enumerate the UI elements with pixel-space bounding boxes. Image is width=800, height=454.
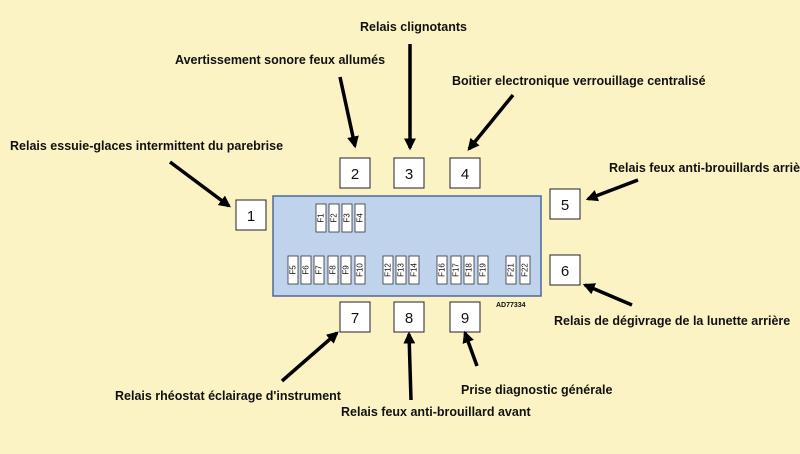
fuse-label: F13 (397, 263, 406, 277)
fuse-f5: F5 (287, 255, 299, 285)
svg-text:9: 9 (461, 310, 469, 327)
fuse-f7: F7 (313, 255, 325, 285)
svg-text:4: 4 (461, 166, 469, 183)
label-8: Relais feux anti-brouillard avant (341, 405, 531, 419)
fuse-label: F1 (317, 213, 326, 223)
diagram-code: AD77334 (496, 302, 526, 309)
fuse-label: F14 (410, 263, 419, 277)
relay-9: 9 (449, 301, 481, 333)
label-6: Relais de dégivrage de la lunette arrièr… (554, 314, 790, 328)
svg-text:1: 1 (247, 208, 255, 225)
fuse-label: F2 (330, 213, 339, 223)
svg-text:3: 3 (405, 166, 413, 183)
relay-4: 4 (449, 157, 481, 189)
fuses-top-row: F1 F2 F3 F4 (315, 203, 366, 233)
label-1: Relais essuie-glaces intermittent du par… (10, 139, 283, 153)
fuse-f19: F19 (477, 255, 489, 285)
fuse-label: F18 (465, 263, 474, 277)
fuse-f22: F22 (519, 255, 531, 285)
relay-5: 5 (549, 188, 581, 220)
fuse-f13: F13 (395, 255, 407, 285)
relay-6: 6 (549, 254, 581, 286)
relay-7: 7 (339, 301, 371, 333)
fuse-label: F6 (302, 265, 311, 275)
fuse-label: F8 (329, 265, 338, 275)
fuse-f16: F16 (436, 255, 448, 285)
svg-text:8: 8 (405, 310, 413, 327)
svg-text:2: 2 (351, 166, 359, 183)
fuse-label: F4 (356, 213, 365, 223)
relay-3: 3 (393, 157, 425, 189)
label-3: Relais clignotants (360, 20, 467, 34)
fuse-box-panel (272, 195, 542, 297)
label-5: Relais feux anti-brouillards arrière (609, 161, 800, 175)
relay-2: 2 (339, 157, 371, 189)
relay-1: 1 (235, 199, 267, 231)
fuse-label: F21 (507, 263, 516, 277)
arrow-7 (280, 331, 339, 383)
fuse-f1: F1 (315, 203, 327, 233)
arrow-4 (467, 93, 515, 151)
fuse-label: F3 (343, 213, 352, 223)
svg-text:7: 7 (351, 310, 359, 327)
svg-text:5: 5 (561, 197, 569, 214)
arrow-9 (462, 330, 479, 367)
arrow-5 (585, 178, 639, 202)
arrow-1 (168, 160, 231, 208)
fuse-label: F5 (289, 265, 298, 275)
fuse-label: F10 (356, 263, 365, 277)
label-7: Relais rhéostat éclairage d'instrument (115, 389, 342, 403)
fuse-f6: F6 (300, 255, 312, 285)
fuse-f17: F17 (450, 255, 462, 285)
fuse-f3: F3 (341, 203, 353, 233)
fuse-f8: F8 (327, 255, 339, 285)
fuse-f10: F10 (354, 255, 366, 285)
label-2: Avertissement sonore feux allumés (175, 53, 385, 67)
label-9: Prise diagnostic générale (461, 383, 612, 397)
relay-8: 8 (393, 301, 425, 333)
fuse-f14: F14 (408, 255, 420, 285)
arrow-6 (582, 283, 633, 307)
fuse-f21: F21 (505, 255, 517, 285)
label-4: Boitier electronique verrouillage centra… (452, 74, 706, 88)
fuse-f18: F18 (463, 255, 475, 285)
fuses-bottom-row: F5 F6 F7 F8 F9 F10 F12 F13 F14 F16 F17 F18 F19 F21 F22 (287, 255, 531, 285)
fuse-label: F7 (315, 265, 324, 275)
svg-text:6: 6 (561, 263, 569, 280)
fuse-label: F9 (342, 265, 351, 275)
fuse-f4: F4 (354, 203, 366, 233)
fuse-f2: F2 (328, 203, 340, 233)
fuse-label: F12 (384, 263, 393, 277)
arrow-8 (403, 331, 416, 401)
arrow-2 (338, 76, 359, 149)
fuse-f12: F12 (382, 255, 394, 285)
fuse-label: F22 (521, 263, 530, 277)
fuse-label: F19 (479, 263, 488, 277)
fuse-f9: F9 (340, 255, 352, 285)
fuse-label: F16 (438, 263, 447, 277)
fuse-label: F17 (452, 263, 461, 277)
